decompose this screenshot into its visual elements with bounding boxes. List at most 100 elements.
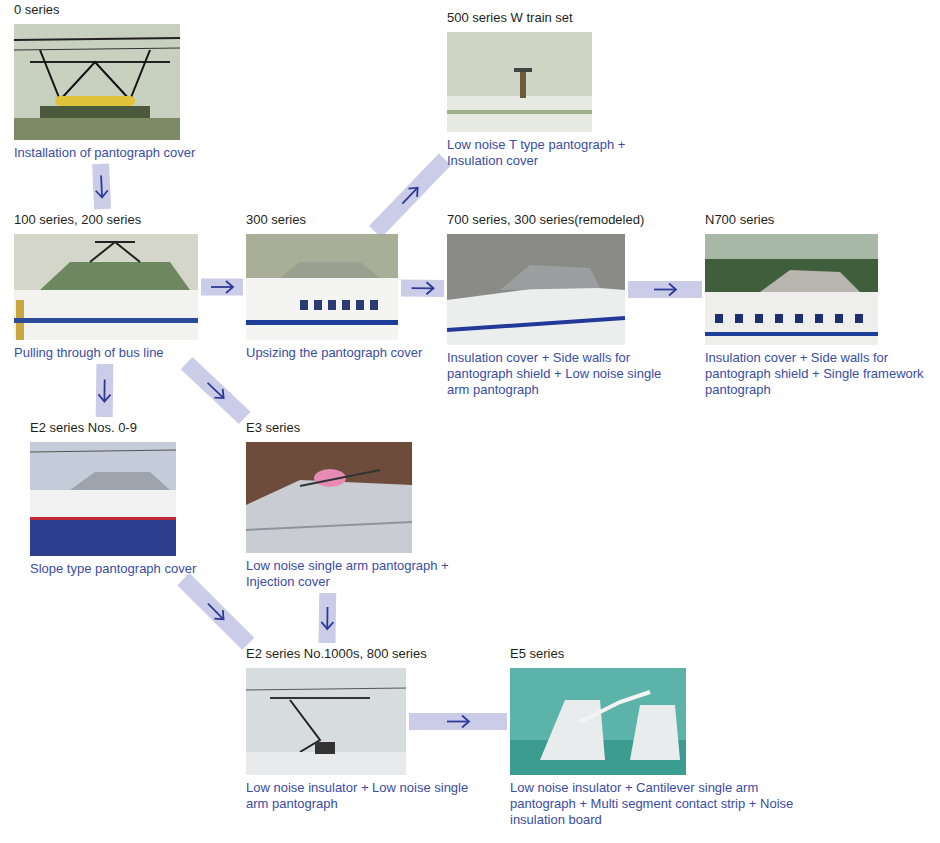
connector-band [375,159,445,231]
photo-frame [510,668,686,775]
improvement-caption: Installation of pantograph cover [14,145,224,161]
connector-band [96,364,114,417]
pantograph-node: E2 series Nos. 0-9Slope type pantograph … [30,420,200,577]
arrow-head [98,394,110,401]
photo-e2-1000-800-series-part [315,742,335,754]
series-name: 0 series [14,2,224,18]
photo-0-series-part [14,48,180,50]
photo-n700-series-part [735,314,743,323]
series-name: 100 series, 200 series [14,212,198,228]
photo-frame [447,234,625,345]
photo-0-series-part [60,62,130,100]
arrow-head [96,190,108,197]
pantograph-node: E5 seriesLow noise insulator + Cantileve… [510,646,795,828]
arrow-shaft [326,607,328,629]
improvement-caption: Insulation cover + Side walls for pantog… [705,350,930,398]
arrow-shaft [100,176,103,198]
photo-n700-series-part [795,314,803,323]
photo-e2-series-part [30,450,176,452]
arrow-shaft [103,380,105,402]
photo-n700-series-part [855,314,863,323]
flow-arrow [375,159,445,231]
series-name: E2 series No.1000s, 800 series [246,646,476,662]
photo-500-series [447,32,592,132]
photo-300-series-part [246,320,398,325]
photo-300-series-part [280,262,380,278]
photo-e2-1000-800-series-part [270,697,370,699]
photo-100-200-series-part [14,318,198,323]
improvement-caption: Low noise insulator + Low noise single a… [246,780,476,812]
pantograph-node: N700 seriesInsulation cover + Side walls… [705,212,930,398]
photo-e2-series-part [70,472,170,490]
improvement-caption: Low noise T type pantograph + Insulation… [447,137,667,169]
photo-500-series-part [447,96,592,132]
photo-frame [30,442,176,556]
photo-700-series [447,234,625,345]
photo-frame [246,234,398,340]
photo-0-series-part [14,118,180,140]
pantograph-node: 0 seriesInstallation of pantograph cover [14,2,224,161]
photo-300-series [246,234,398,340]
photo-0-series-part [40,106,150,118]
arrow-head [214,610,223,619]
photo-n700-series-part [755,314,763,323]
series-name: E3 series [246,420,481,436]
improvement-caption: Slope type pantograph cover [30,561,200,577]
photo-n700-series [705,234,878,345]
photo-e5-series [510,668,686,775]
photo-e3-series-part [246,480,412,553]
arrow-head [321,622,333,629]
photo-0-series-part [30,61,170,63]
photo-e5-series-part [630,705,680,760]
photo-e3-series-part [246,442,412,553]
photo-0-series-part [55,96,135,106]
arrow-shaft [402,188,417,204]
photo-e5-series-part [510,668,686,775]
connector-band [201,279,243,296]
photo-frame [447,32,592,132]
photo-500-series-part [447,32,592,132]
photo-e3-series [246,442,412,553]
flow-arrow [98,364,110,417]
photo-500-series-part [447,110,592,114]
arrow-shaft [208,383,224,398]
flow-arrow [96,164,108,209]
photo-0-series-part [130,50,150,100]
photo-0-series [14,24,180,140]
arrow-shaft [211,286,233,288]
arrow-head [669,284,676,296]
flow-arrow [201,281,243,293]
photo-frame [14,234,198,340]
photo-300-series-part [314,300,322,310]
arrow-shaft [447,721,469,723]
photo-100-200-series-part [14,290,198,340]
pantograph-node: E3 seriesLow noise single arm pantograph… [246,420,481,590]
pantograph-node: 700 series, 300 series(remodeled)Insulat… [447,212,682,398]
flow-arrow [401,282,444,294]
series-name: E5 series [510,646,795,662]
arrow-head [426,282,433,294]
connector-band [409,713,507,730]
photo-e2-series-part [30,517,176,520]
photo-frame [246,668,406,775]
flow-arrow [628,284,702,296]
connector-band [183,579,248,644]
arrow-head [462,716,469,728]
photo-e2-series-part [30,520,176,556]
photo-100-200-series-part [90,242,140,262]
photo-frame [705,234,878,345]
photo-n700-series-part [705,234,878,345]
arrow-shaft [412,287,434,289]
photo-e5-series-part [580,692,650,722]
series-name: N700 series [705,212,930,228]
photo-300-series-part [300,300,308,310]
series-name: E2 series Nos. 0-9 [30,420,200,436]
photo-700-series-part [447,285,625,345]
connector-band [187,363,245,418]
photo-100-200-series-part [14,234,198,340]
photo-n700-series-part [815,314,823,323]
photo-n700-series-part [760,270,860,292]
photo-e3-series-part [246,522,412,530]
photo-n700-series-part [835,314,843,323]
